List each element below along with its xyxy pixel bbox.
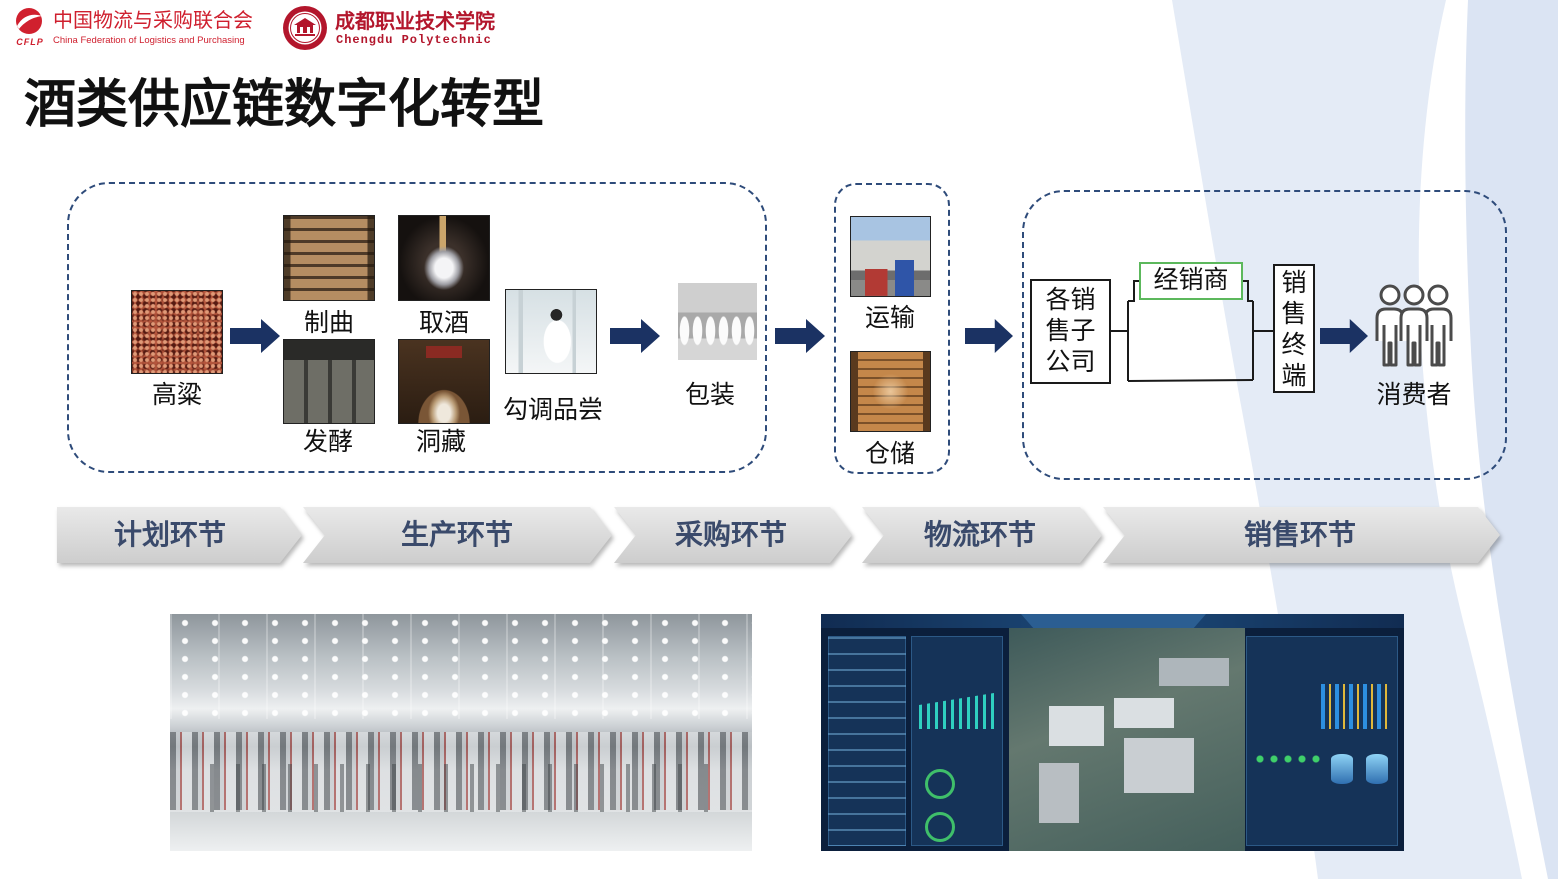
building-block [1159, 658, 1229, 686]
sales-subsidiaries-box: 各销售子公司 [1030, 279, 1111, 384]
logistics-group-frame [834, 183, 950, 474]
cellar-storage-photo [398, 339, 490, 424]
arrow-right-icon [1320, 319, 1368, 353]
dashboard-title-banner [1021, 614, 1206, 631]
building-block [1049, 706, 1104, 746]
dashboard-right-panel [1246, 636, 1398, 846]
transport-photo [850, 216, 931, 297]
tank-icon [1366, 754, 1388, 784]
sales-group-frame [1022, 190, 1507, 480]
production-group-frame [67, 182, 767, 473]
stage-chevron [614, 507, 852, 563]
warehousing-label: 仓储 [864, 440, 915, 468]
arrow-right-icon [965, 319, 1013, 353]
digital-twin-dashboard-screenshot [821, 614, 1404, 851]
koji-making-label: 制曲 [303, 309, 354, 337]
liquor-extraction-label: 取酒 [418, 309, 469, 337]
cflp-name-chinese: 中国物流与采购联合会 [53, 10, 253, 32]
sales-channel-connectors [1111, 280, 1273, 382]
college-name-chinese: 成都职业技术学院 [335, 9, 495, 33]
cflp-name-english: China Federation of Logistics and Purcha… [53, 35, 245, 46]
sorghum-label: 高粱 [151, 381, 202, 409]
warehousing-photo [850, 351, 931, 432]
liquor-extraction-photo [398, 215, 490, 301]
dashboard-bar-chart [1321, 684, 1391, 729]
dashboard-stats-panel [911, 636, 1003, 846]
dashboard-3d-campus-view [1009, 628, 1245, 851]
packaging-photo [678, 283, 757, 360]
stage-label-logistics: 物流环节 [923, 519, 1036, 550]
college-name-english: Chengdu Polytechnic [336, 33, 492, 47]
blending-tasting-photo [505, 289, 597, 374]
dashboard-status-dots [1253, 749, 1323, 769]
production-lines [210, 764, 710, 814]
stage-chevron [303, 507, 612, 563]
college-seal-icon [283, 6, 327, 50]
stage-chevron [1103, 507, 1500, 563]
factory-floor-photo [170, 614, 752, 851]
factory-floor [170, 812, 752, 851]
sorghum-photo [131, 290, 223, 374]
dashboard-gauge [925, 812, 955, 842]
cflp-logo-icon [16, 8, 42, 34]
building-block [1114, 698, 1174, 728]
stage-label-production: 生产环节 [400, 519, 513, 550]
fermentation-label: 发酵 [302, 428, 353, 456]
people-group-icon [1375, 284, 1453, 367]
koji-making-photo [283, 215, 375, 301]
stage-label-procurement: 采购环节 [674, 519, 787, 550]
packaging-label: 包装 [684, 381, 735, 409]
sales-terminal-box: 销售终端 [1273, 264, 1315, 393]
stage-label-sales: 销售环节 [1243, 519, 1356, 550]
fermentation-photo [283, 339, 375, 424]
tank-icon [1331, 754, 1353, 784]
blending-tasting-label: 勾调品尝 [502, 396, 603, 424]
stage-chevron [57, 507, 302, 563]
stage-chevron-band [57, 507, 1500, 563]
consumer-label: 消费者 [1376, 381, 1452, 409]
building-block [1039, 763, 1079, 823]
dealer-box: 经销商 [1139, 262, 1243, 300]
cellar-storage-label: 洞藏 [415, 428, 466, 456]
transport-label: 运输 [864, 304, 915, 332]
cflp-logo-text: CFLP [16, 37, 44, 47]
dashboard-gauge [925, 769, 955, 799]
dashboard-left-panel [828, 636, 906, 846]
arrow-right-icon [775, 319, 825, 353]
arrow-right-icon [230, 319, 280, 353]
ceiling-lights [170, 614, 752, 719]
stage-label-planning: 计划环节 [113, 519, 226, 550]
arrow-right-icon [610, 319, 660, 353]
building-block [1124, 738, 1194, 793]
stage-chevron [862, 507, 1102, 563]
slide-title: 酒类供应链数字化转型 [24, 76, 545, 134]
